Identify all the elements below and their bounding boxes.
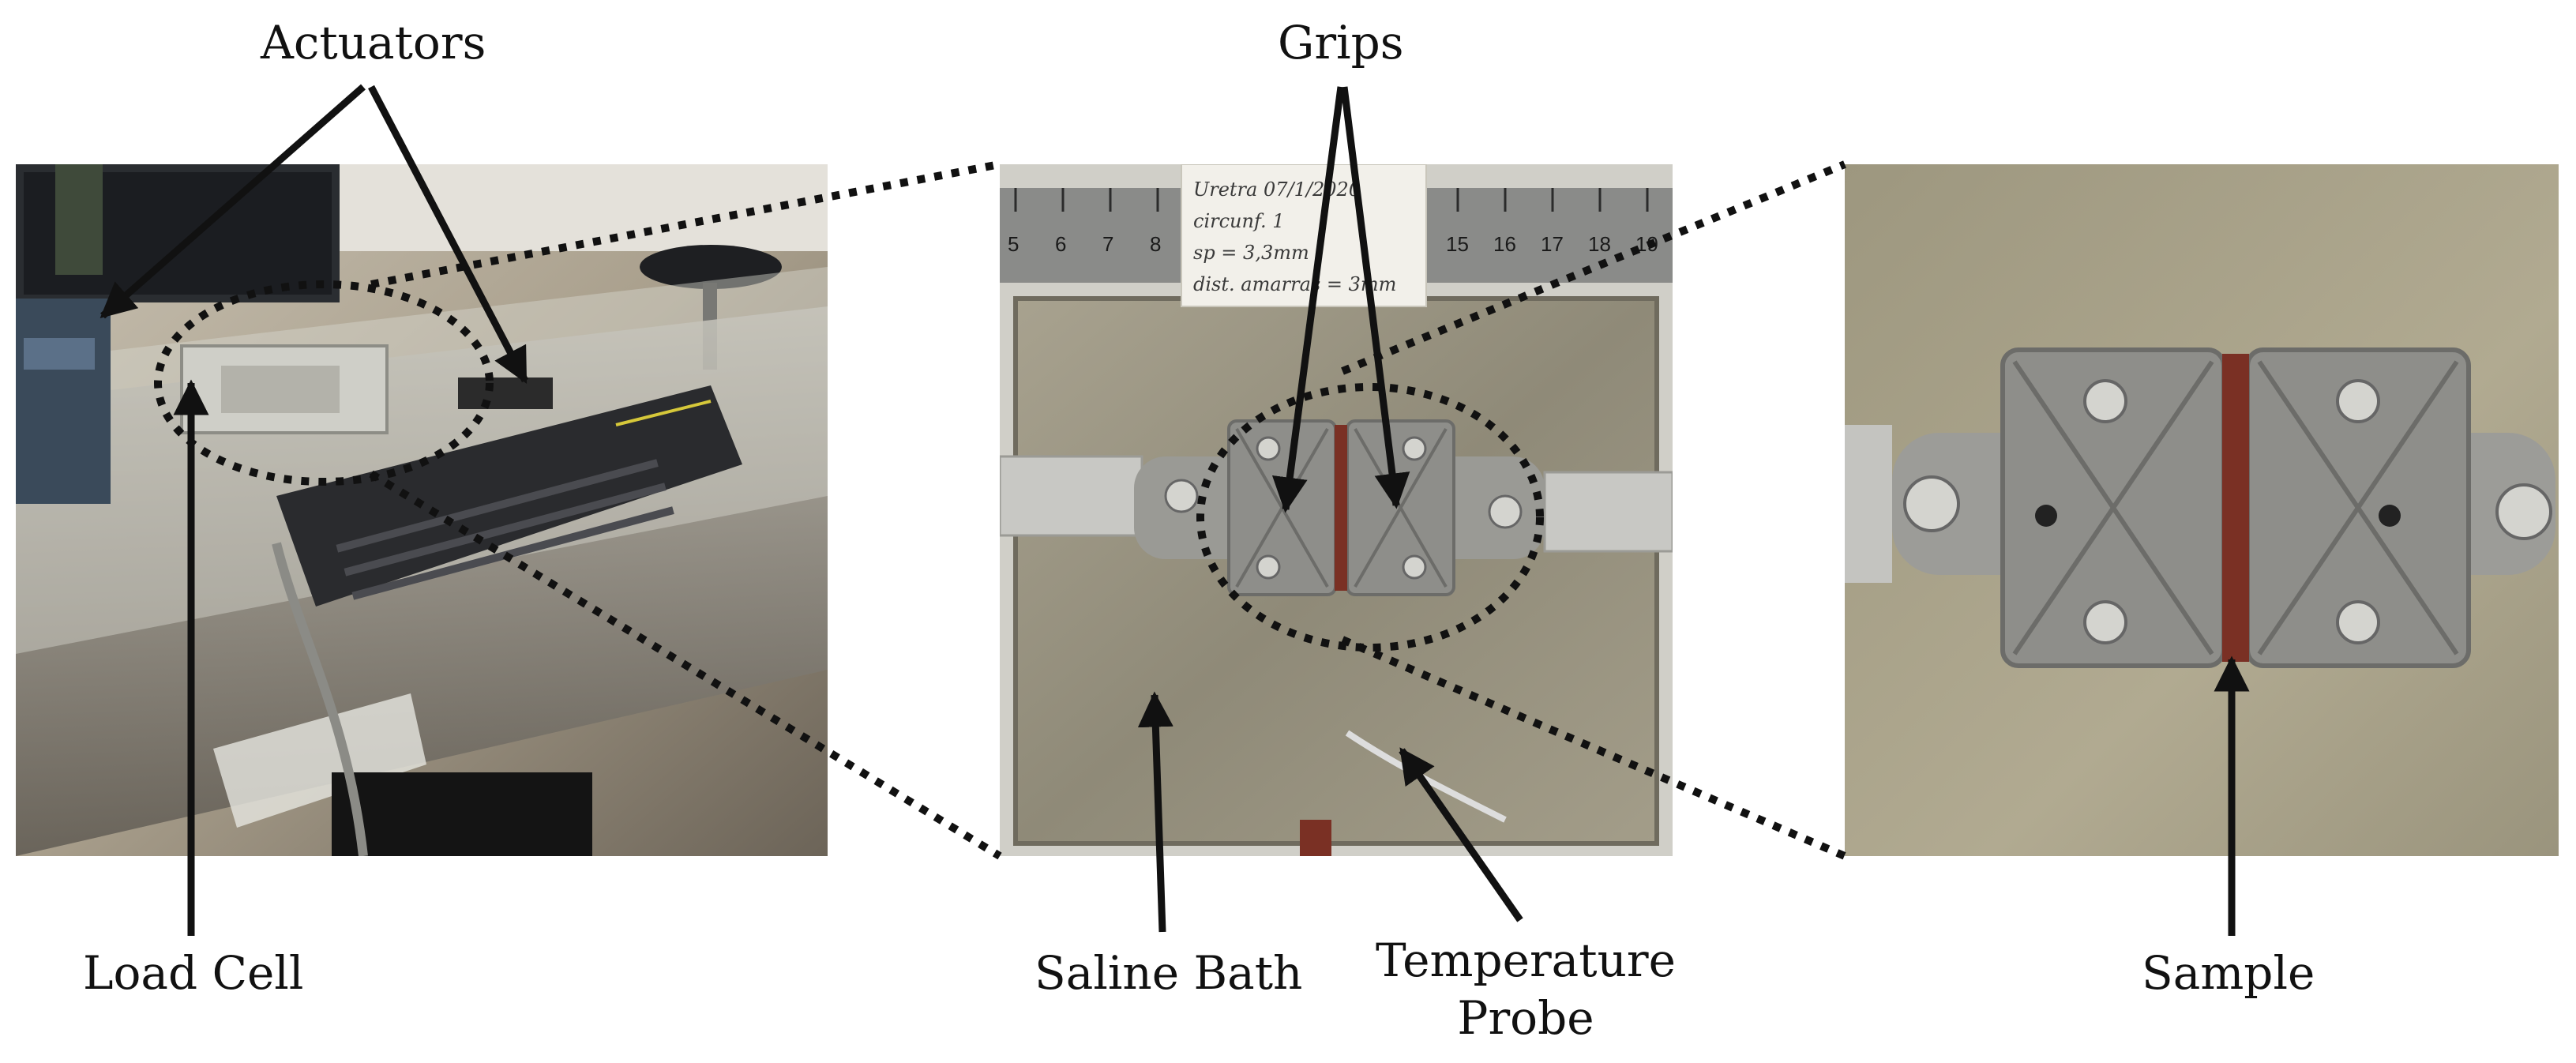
note-line: Uretra 07/1/2020 — [1193, 178, 1361, 201]
rod-right — [1543, 471, 1673, 553]
ruler-number: 5 — [1008, 232, 1019, 256]
note-line: sp = 3,3mm — [1193, 242, 1309, 264]
sample-closeup-illustration — [1845, 164, 2559, 856]
label-temperature-probe: Temperature Probe — [1376, 932, 1676, 1046]
ruler-number: 16 — [1493, 232, 1516, 256]
test-setup-illustration — [16, 164, 828, 856]
label-sample: Sample — [2142, 946, 2315, 1000]
label-load-cell: Load Cell — [83, 946, 304, 1000]
note-line: circunf. 1 — [1193, 210, 1285, 232]
actuator-left — [16, 299, 111, 504]
label-actuators: Actuators — [261, 16, 486, 69]
label-grips: Grips — [1278, 16, 1404, 69]
ruler-number: 6 — [1055, 232, 1066, 256]
tissue-sample — [1335, 425, 1347, 591]
test-setup-photo — [16, 164, 828, 856]
actuator-right — [458, 377, 553, 409]
rod-left — [1000, 455, 1143, 537]
rod-left — [1845, 425, 1892, 583]
label-temperature-probe-line2: Probe — [1457, 990, 1594, 1045]
ruler-number: 18 — [1588, 232, 1611, 256]
sample-closeup-photo — [1845, 164, 2559, 856]
ruler-number: 17 — [1541, 232, 1564, 256]
laptop — [332, 772, 592, 856]
label-saline-bath: Saline Bath — [1035, 946, 1303, 1000]
tissue-sample — [2222, 354, 2249, 662]
ruler-number: 15 — [1446, 232, 1469, 256]
label-temperature-probe-line1: Temperature — [1376, 933, 1676, 987]
saline-bath-photo: 5 6 7 8 9 15 16 17 18 19 Uretra 07/1/202… — [1000, 164, 1673, 856]
ruler-number: 8 — [1150, 232, 1161, 256]
note-line: dist. amarras = 3mm — [1193, 273, 1396, 295]
ruler-number: 19 — [1635, 232, 1658, 256]
ruler-number: 7 — [1102, 232, 1113, 256]
cable — [272, 542, 368, 856]
saline-bath-illustration: 5 6 7 8 9 15 16 17 18 19 Uretra 07/1/202… — [1000, 164, 1673, 856]
